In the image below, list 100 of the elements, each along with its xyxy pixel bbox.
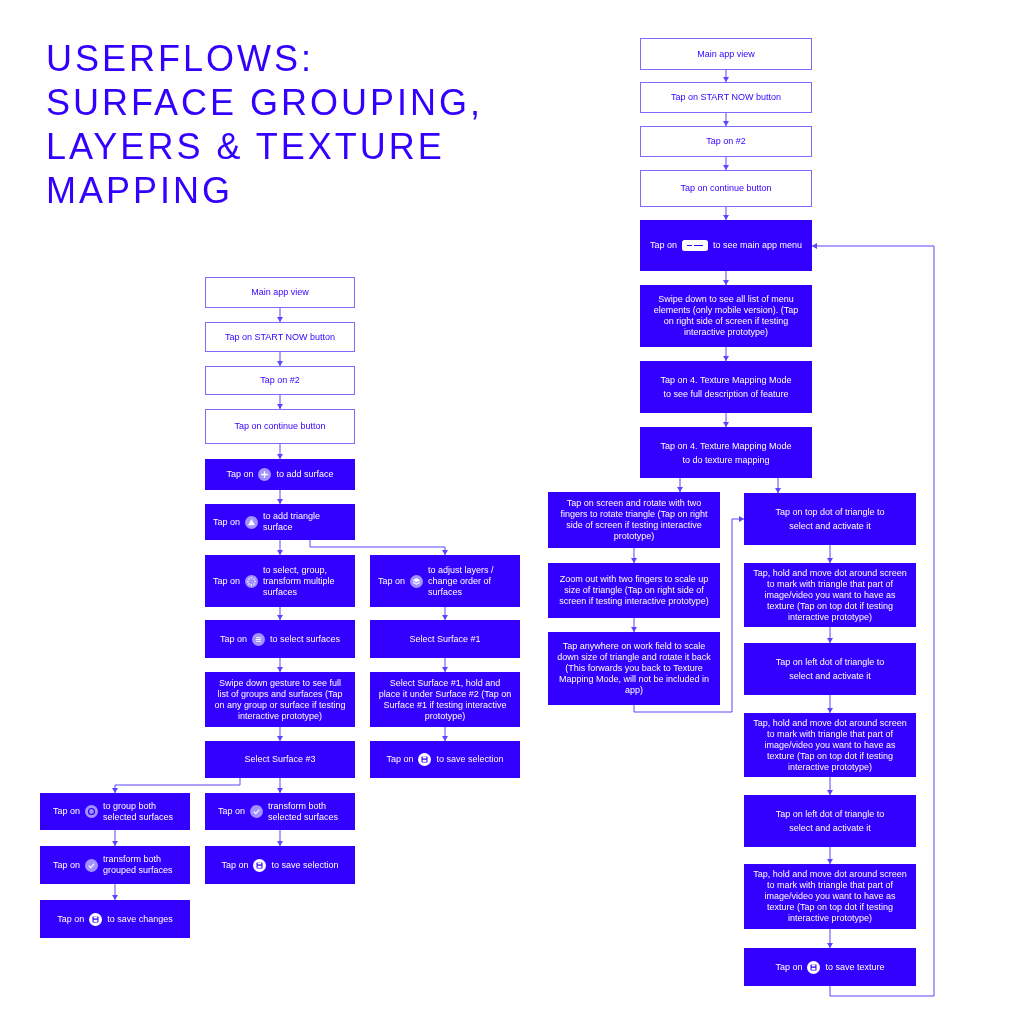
- step-text: transform both grouped surfaces: [103, 854, 174, 876]
- step-text: Swipe down gesture to see full list of groups and surfaces (Tap on any group or surface if testing interactive prototype): [213, 677, 347, 722]
- arrow: [442, 726, 448, 742]
- step-box: [40, 846, 190, 884]
- arrow: [811, 243, 935, 997]
- step-box: [40, 793, 190, 830]
- step-box: [744, 948, 916, 986]
- arrow: [775, 477, 781, 494]
- step-text: Tap on continue button: [234, 421, 326, 432]
- arrow: [723, 206, 729, 221]
- step-box: [744, 563, 916, 627]
- step-text: Tap on left dot of triangle to select and activate it: [774, 808, 886, 835]
- step-text: Tap on #2: [706, 136, 746, 147]
- step-text: Select Surface #1: [409, 633, 481, 645]
- step-text: Tap on 4. Texture Mapping Mode to do texture mapping: [659, 439, 793, 467]
- step-text: to add triangle surface: [263, 511, 322, 533]
- arrow: [442, 657, 448, 673]
- arrow: [442, 606, 448, 621]
- step-text: Tap on: [386, 754, 414, 765]
- step-box: [205, 741, 355, 778]
- arrow: [277, 606, 283, 621]
- step-text: Tap on screen and rotate with two fingers to rotate triangle (Tap on right side of screen if testing interactive prototype): [559, 498, 709, 542]
- arrow: [277, 394, 283, 410]
- step-text: Tap on: [219, 633, 247, 645]
- arrow: [277, 726, 283, 742]
- step-box: [205, 620, 355, 658]
- step-box: [205, 672, 355, 727]
- step-text: Tap on: [226, 469, 254, 480]
- step-text: Swipe down to see all list of menu elements (only mobile version). (Tap on right side of screen if testing interactive prototype): [652, 294, 800, 338]
- step-box: [640, 170, 812, 207]
- step-box: [548, 563, 720, 618]
- step-text: Main app view: [251, 287, 309, 298]
- title: USERFLOWS: SURFACE GROUPING, LAYERS & TEXTURE MAPPING: [46, 37, 485, 213]
- step-box: [370, 620, 520, 658]
- step-text: Tap on: [213, 575, 241, 587]
- step-box: [370, 741, 520, 778]
- step-box: [640, 220, 812, 271]
- step-text: to see main app menu: [713, 240, 803, 251]
- step-text: Tap on: [213, 516, 241, 528]
- step-text: Tap on continue button: [680, 183, 772, 194]
- step-text: Tap on: [53, 859, 80, 871]
- arrow: [309, 539, 448, 556]
- step-box: [205, 459, 355, 490]
- step-text: Tap on top dot of triangle to select and activate it: [774, 506, 886, 533]
- arrow: [277, 657, 283, 673]
- arrow: [723, 270, 729, 286]
- step-text: Tap, hold and move dot around screen to mark with triangle that part of image/video you want to have as texture (Tap on top dot if testing interactive prototype): [752, 717, 908, 773]
- step-box: [370, 555, 520, 607]
- arrow: [112, 777, 241, 794]
- step-box: [205, 846, 355, 884]
- step-text: Tap on #2: [260, 375, 300, 386]
- arrow: [723, 346, 729, 362]
- arrow: [723, 112, 729, 127]
- step-text: Zoom out with two fingers to scale up size of triangle (Tap on right side of screen if testing interactive prototype): [558, 574, 710, 607]
- arrow: [827, 776, 833, 796]
- step-box: [744, 493, 916, 545]
- step-box: [205, 793, 355, 830]
- arrow: [277, 829, 283, 847]
- step-box: [640, 361, 812, 413]
- step-text: Tap on: [221, 859, 249, 871]
- step-text: Tap on: [53, 806, 80, 817]
- arrow: [827, 544, 833, 564]
- step-text: to save selection: [436, 754, 504, 765]
- step-box: [744, 795, 916, 847]
- step-box: [640, 126, 812, 157]
- step-text: Tap on START NOW button: [224, 331, 336, 343]
- step-text: Tap, hold and move dot around screen to mark with triangle that part of image/video you want to have as texture (Tap on top dot if testing interactive prototype): [752, 567, 908, 623]
- step-text: to group both selected surfaces: [103, 800, 175, 823]
- arrow: [677, 477, 683, 493]
- arrow: [277, 539, 283, 556]
- step-text: Tap on: [649, 240, 677, 251]
- step-box: [205, 409, 355, 444]
- step-box: [370, 672, 520, 727]
- step-text: to save texture: [825, 961, 885, 973]
- arrow: [631, 547, 637, 564]
- step-text: Tap anywhere on work field to scale down size of triangle and rotate it back (This forwards you back to Texture Mapping Mode, will not be included in app): [556, 641, 712, 696]
- arrow: [827, 694, 833, 714]
- step-box: [205, 322, 355, 352]
- step-text: to adjust layers / change order of surfaces: [428, 564, 495, 598]
- step-text: to save changes: [107, 913, 173, 925]
- step-box: [744, 864, 916, 929]
- arrow: [112, 829, 118, 847]
- step-box: [40, 900, 190, 938]
- arrow: [633, 516, 745, 713]
- arrow: [827, 928, 833, 949]
- step-text: Tap on: [218, 806, 245, 817]
- arrow: [723, 156, 729, 171]
- arrow: [827, 846, 833, 865]
- step-text: Main app view: [697, 48, 755, 60]
- step-text: Tap on: [775, 961, 803, 973]
- step-text: to select surfaces: [270, 633, 341, 645]
- step-box: [640, 82, 812, 113]
- step-box: [205, 555, 355, 607]
- arrow: [827, 626, 833, 644]
- step-text: Tap, hold and move dot around screen to mark with triangle that part of image/video you want to have as texture (Tap on top dot if testing interactive prototype): [752, 869, 908, 924]
- step-box: [205, 366, 355, 395]
- step-box: [744, 643, 916, 695]
- arrow: [112, 883, 118, 901]
- step-text: Select Surface #1, hold and place it under Surface #2 (Tap on Surface #1 if testing interactive prototype): [378, 677, 512, 722]
- step-text: Tap on START NOW button: [670, 92, 782, 103]
